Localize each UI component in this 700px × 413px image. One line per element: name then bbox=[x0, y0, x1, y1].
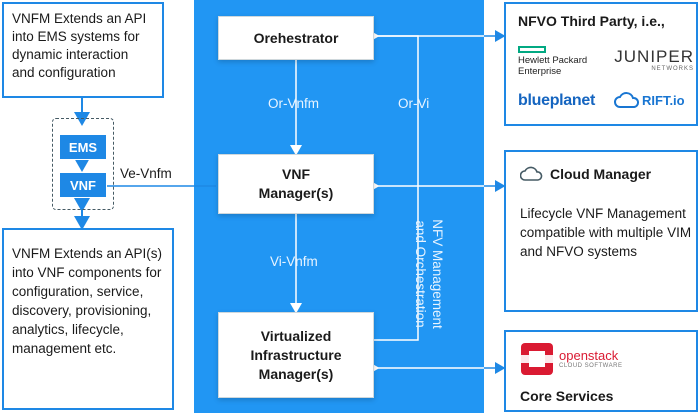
openstack-text: openstack bbox=[559, 348, 619, 363]
or-vi-label: Or-Vi bbox=[398, 96, 430, 111]
vim-label: Virtualized Infrastructure Manager(s) bbox=[250, 327, 342, 382]
cloud-icon bbox=[520, 166, 543, 181]
juniper-logo-text: JUNIPER bbox=[614, 47, 694, 66]
vnf-api-note-text: VNFM Extends an API(s) into VNF componen… bbox=[12, 246, 163, 356]
vnf-manager-label: VNF Manager(s) bbox=[258, 166, 334, 201]
vnf-label: VNF bbox=[70, 177, 96, 193]
juniper-logo: JUNIPER NETWORKS bbox=[610, 47, 694, 73]
vim-box[interactable]: Virtualized Infrastructure Manager(s) bbox=[218, 312, 374, 398]
ve-vnfm-label: Ve-Vnfm bbox=[120, 166, 172, 181]
openstack-icon bbox=[520, 343, 554, 375]
blueplanet-logo: blueplanet bbox=[518, 92, 596, 109]
element-group bbox=[52, 118, 114, 210]
vnf-manager-box[interactable]: VNF Manager(s) bbox=[218, 154, 374, 214]
ems-box[interactable]: EMS bbox=[59, 134, 107, 160]
nfvo-box: NFVO Third Party, i.e., Hewlett Packard … bbox=[504, 2, 698, 126]
cloud-icon bbox=[614, 92, 640, 108]
hpe-logo: Hewlett Packard Enterprise bbox=[518, 46, 604, 77]
cloud-manager-header: Cloud Manager bbox=[520, 166, 651, 182]
ems-api-note: VNFM Extends an API into EMS systems for… bbox=[2, 2, 164, 98]
or-vnfm-label: Or-Vnfm bbox=[268, 96, 320, 111]
cloud-manager-title: Cloud Manager bbox=[550, 166, 652, 182]
hpe-bar-icon bbox=[518, 46, 546, 53]
openstack-logo: openstack CLOUD SOFTWARE bbox=[520, 342, 622, 376]
juniper-sub-text: NETWORKS bbox=[651, 66, 694, 72]
core-services-title: Core Services bbox=[520, 388, 614, 404]
vi-vnfm-label: Vi-Vnfm bbox=[270, 254, 318, 269]
hpe-logo-text: Hewlett Packard Enterprise bbox=[518, 55, 588, 77]
cloud-manager-box: Cloud Manager Lifecycle VNF Management c… bbox=[504, 150, 698, 312]
vnf-api-note: VNFM Extends an API(s) into VNF componen… bbox=[2, 228, 174, 410]
nfv-mano-vertical-label: NFV Management and Orchestration bbox=[413, 219, 445, 329]
cloud-manager-text: Lifecycle VNF Management compatible with… bbox=[520, 206, 692, 259]
ems-label: EMS bbox=[68, 139, 98, 155]
rift-logo: RIFT.io bbox=[614, 90, 685, 110]
rift-logo-text: RIFT.io bbox=[642, 92, 685, 108]
ems-api-note-text: VNFM Extends an API into EMS systems for… bbox=[12, 11, 147, 80]
openstack-sub-text: CLOUD SOFTWARE bbox=[559, 363, 623, 369]
orchestrator-label: Orehestrator bbox=[253, 29, 339, 46]
core-services-box: openstack CLOUD SOFTWARE Core Services bbox=[504, 330, 698, 412]
nfvo-title: NFVO Third Party, i.e., bbox=[518, 13, 665, 29]
orchestrator-box[interactable]: Orehestrator bbox=[218, 16, 374, 60]
vnf-box[interactable]: VNF bbox=[59, 172, 107, 198]
